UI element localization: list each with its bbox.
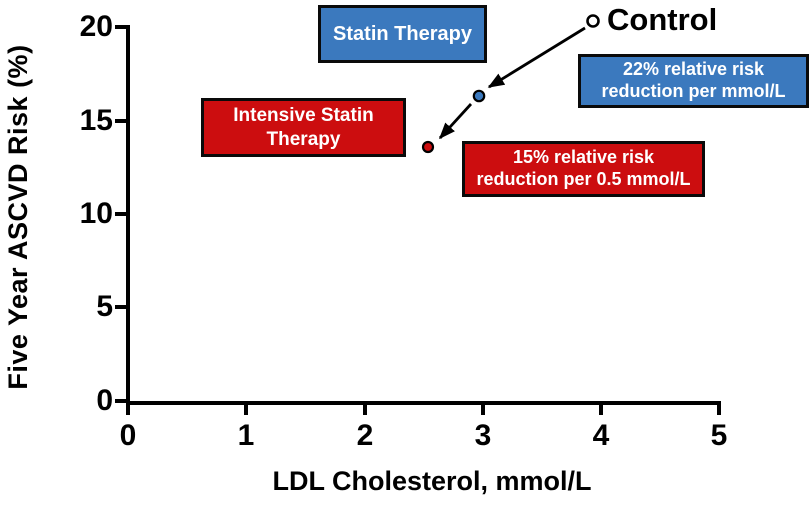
statin-risk-reduction-note: 22% relative risk reduction per mmol/L [578, 54, 809, 108]
x-tick-label-5: 5 [710, 419, 728, 452]
x-axis-title: LDL Cholesterol, mmol/L [272, 466, 592, 496]
y-axis-title: Five Year ASCVD Risk (%) [3, 44, 33, 390]
point-statin-therapy [472, 89, 486, 103]
arrow-control-to-statin [487, 26, 586, 89]
arrow-statin-to-intensive [438, 103, 473, 140]
x-tick-label-2: 2 [356, 419, 374, 452]
x-axis [126, 401, 721, 415]
statin-therapy-box: Statin Therapy [318, 5, 487, 63]
control-point-label: Control [607, 2, 718, 37]
x-tick-label-0: 0 [119, 419, 137, 452]
intensive-statin-therapy-box: Intensive Statin Therapy [201, 98, 406, 157]
x-tick-label-4: 4 [592, 419, 610, 452]
y-tick-label-5: 5 [96, 290, 113, 323]
y-tick-label-15: 15 [79, 104, 113, 137]
y-tick-label-10: 10 [79, 197, 113, 230]
x-tick-label-3: 3 [474, 419, 492, 452]
y-axis [115, 25, 130, 405]
y-tick-label-0: 0 [96, 384, 113, 417]
intensive-risk-reduction-note: 15% relative risk reduction per 0.5 mmol… [462, 141, 705, 197]
y-tick-label-20: 20 [79, 10, 113, 43]
x-tick-label-1: 1 [237, 419, 255, 452]
point-control [586, 14, 600, 28]
point-intensive-statin-therapy [421, 140, 435, 154]
